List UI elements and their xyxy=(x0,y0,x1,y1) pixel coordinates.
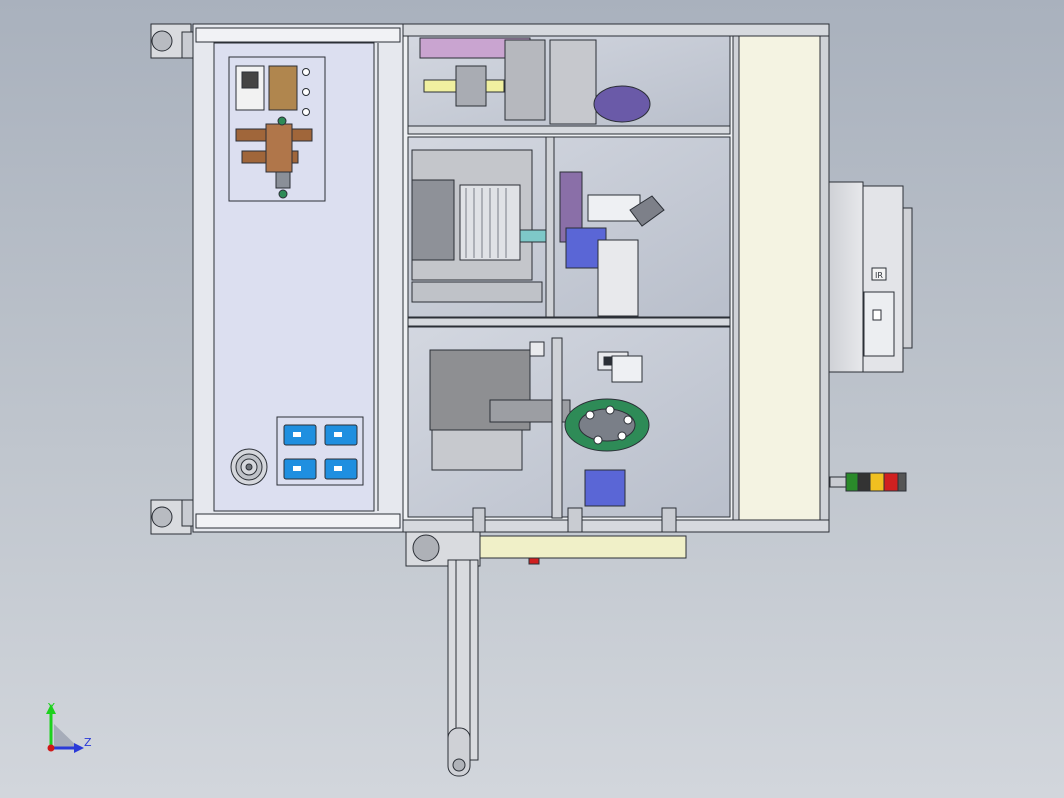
control-box xyxy=(863,291,895,357)
cooling-fan[interactable] xyxy=(230,448,268,486)
conveyor-side-panel xyxy=(479,535,687,559)
servo-motor-box[interactable]: IR xyxy=(828,181,913,373)
frame-bottom-rail xyxy=(402,519,830,533)
caster-wheels[interactable] xyxy=(150,23,195,535)
stack-light-red xyxy=(883,472,899,492)
internal-mechanism xyxy=(411,37,665,519)
cabinet-bottom-rail xyxy=(195,513,401,529)
drive-motor xyxy=(412,534,440,562)
electrical-cabinet[interactable] xyxy=(192,23,406,533)
cabinet-top-rail xyxy=(195,27,401,43)
power-sockets[interactable] xyxy=(276,416,364,486)
caster-top xyxy=(150,23,195,59)
triad-y-label: Y xyxy=(47,701,55,714)
air-filter-regulator[interactable] xyxy=(228,56,326,202)
stack-light-separator xyxy=(857,472,871,492)
stack-light-yellow xyxy=(869,472,885,492)
valve-assembly xyxy=(235,116,313,199)
orientation-triad: Y Z xyxy=(46,701,92,753)
triad-origin xyxy=(47,744,55,752)
indicator-lamp xyxy=(302,108,310,116)
stack-light-cap xyxy=(897,472,907,492)
side-panel xyxy=(737,35,821,521)
caster-bottom xyxy=(150,499,195,535)
machine-frame[interactable] xyxy=(402,23,830,533)
triad-z-label: Z xyxy=(84,736,92,749)
indicator-lamp xyxy=(302,68,310,76)
pressure-gauge-block xyxy=(268,65,298,111)
stack-light[interactable] xyxy=(829,472,907,492)
frame-top-rail xyxy=(402,23,830,37)
front-badge xyxy=(871,267,887,281)
front-badge-text: IR xyxy=(875,271,883,280)
conveyor-belt xyxy=(447,559,479,761)
indicator-lamp xyxy=(302,88,310,96)
belt-conveyor[interactable] xyxy=(405,507,687,777)
stack-light-green xyxy=(845,472,859,492)
